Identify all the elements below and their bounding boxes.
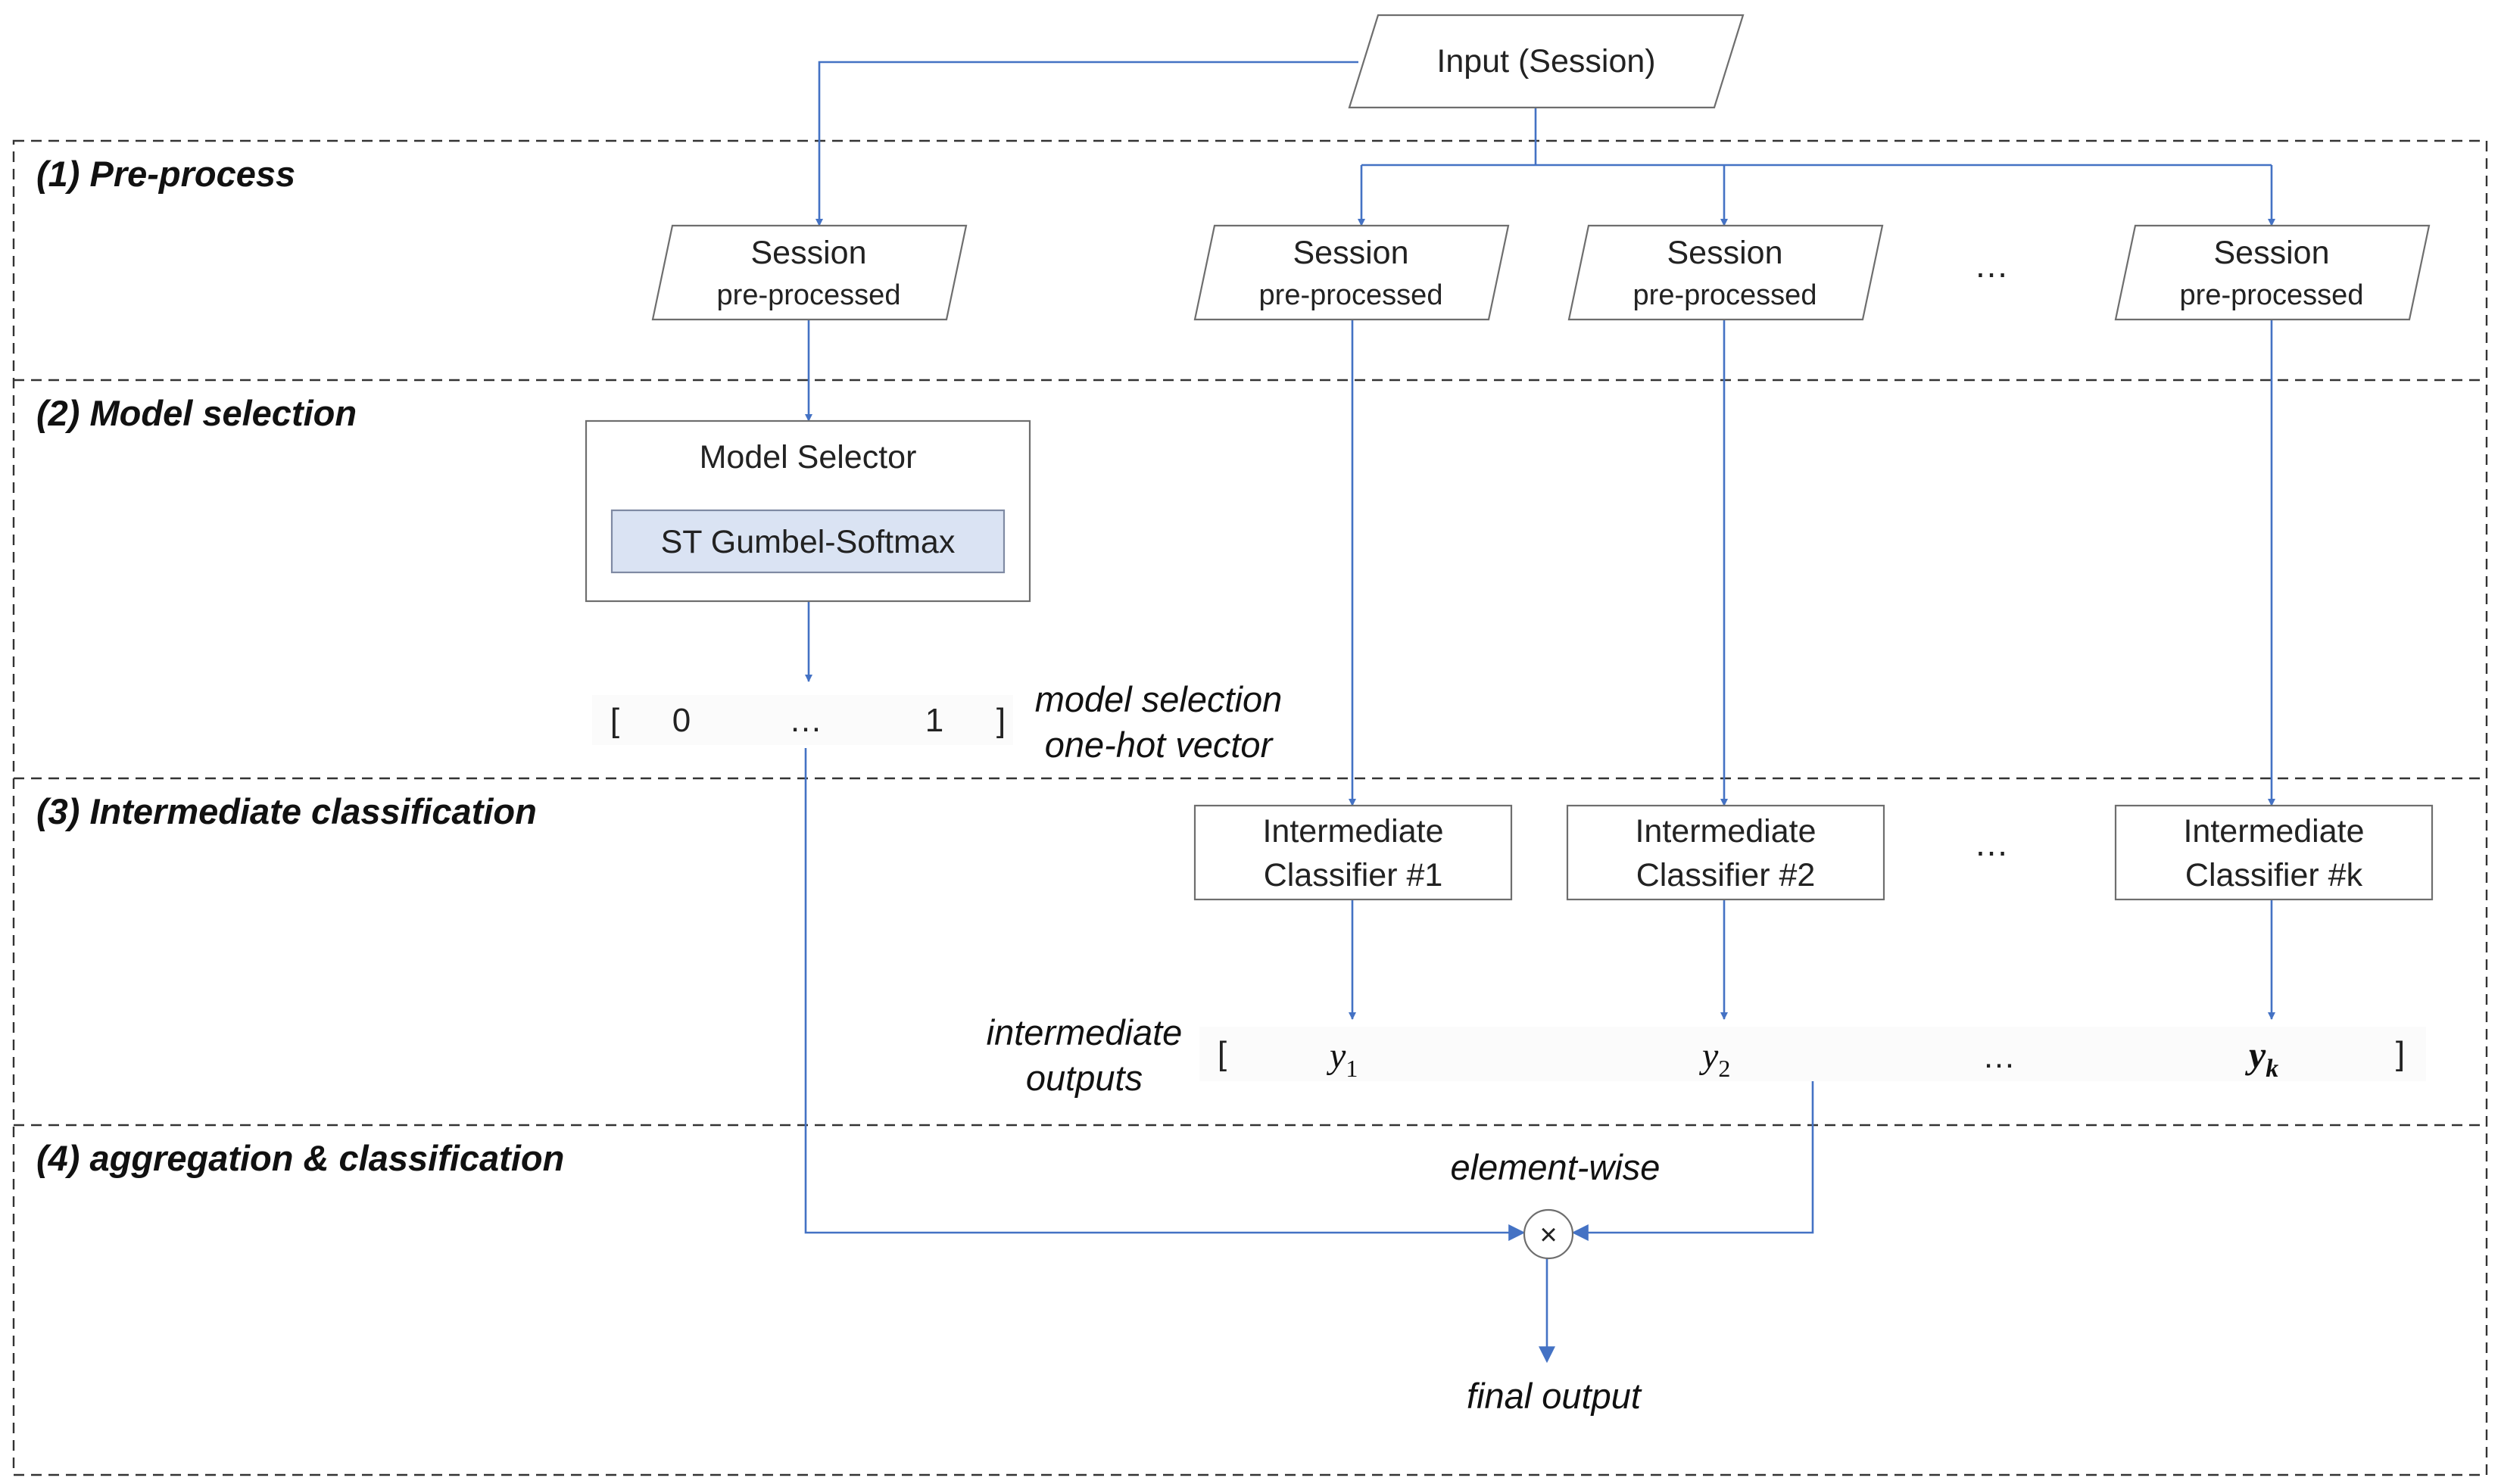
session-node-d: Session pre-processed bbox=[2114, 224, 2431, 321]
model-selector-title: Model Selector bbox=[700, 439, 917, 475]
onehot-caption-line2: one-hot vector bbox=[1045, 725, 1274, 765]
section-frames bbox=[12, 139, 2488, 1476]
outputs-dots: … bbox=[1982, 1038, 2016, 1075]
session-node-c: Session pre-processed bbox=[1567, 224, 1884, 321]
classifier-ellipsis: … bbox=[1974, 824, 2009, 863]
session-label: Session bbox=[751, 235, 867, 271]
classifier-label-line1: Intermediate bbox=[2183, 813, 2364, 850]
final-output-label: final output bbox=[1467, 1376, 1642, 1416]
elementwise-label: element-wise bbox=[1451, 1147, 1661, 1187]
onehot-background bbox=[592, 695, 1013, 745]
session-ellipsis: … bbox=[1974, 245, 2009, 285]
classifier-label-line2: Classifier #k bbox=[2185, 857, 2363, 893]
aggregation: element-wise × final output bbox=[1451, 1147, 1661, 1416]
classifier-k: Intermediate Classifier #k bbox=[2114, 804, 2434, 901]
section-label-preprocess: (1) Pre-process bbox=[36, 154, 295, 194]
output-y1: y1 bbox=[1326, 1036, 1358, 1082]
onehot-close-bracket: ] bbox=[996, 702, 1006, 739]
onehot-first-value: 0 bbox=[672, 702, 691, 739]
classifier-label-line1: Intermediate bbox=[1635, 813, 1816, 850]
output-y2-base: y bbox=[1698, 1036, 1719, 1076]
multiply-node bbox=[1523, 1208, 1574, 1260]
output-y2-subscript: 2 bbox=[1718, 1055, 1730, 1082]
session-sublabel: pre-processed bbox=[2180, 279, 2364, 311]
outputs-background bbox=[1199, 1027, 2426, 1081]
output-y1-base: y bbox=[1326, 1036, 1346, 1076]
session-label: Session bbox=[2214, 235, 2330, 271]
section-label-model-selection: (2) Model selection bbox=[36, 393, 357, 433]
session-sublabel: pre-processed bbox=[1633, 279, 1817, 311]
output-y2: y2 bbox=[1698, 1036, 1730, 1082]
gumbel-softmax-label: ST Gumbel-Softmax bbox=[661, 524, 956, 560]
arrow-input-to-session-a bbox=[815, 61, 1358, 226]
classifier-label-line1: Intermediate bbox=[1262, 813, 1443, 850]
output-yk-subscript: k bbox=[2266, 1055, 2278, 1083]
session-node-a: Session pre-processed bbox=[651, 224, 968, 321]
connectors bbox=[804, 61, 2275, 1364]
input-shape bbox=[1348, 14, 1745, 109]
gumbel-softmax-box bbox=[610, 509, 1006, 574]
session-shape bbox=[1193, 224, 1510, 321]
section-label-aggregation: (4) aggregation & classification bbox=[36, 1138, 564, 1178]
output-yk-base: y bbox=[2245, 1034, 2266, 1076]
output-y1-subscript: 1 bbox=[1346, 1055, 1358, 1082]
input-node: Input (Session) bbox=[1348, 14, 1745, 109]
session-sublabel: pre-processed bbox=[1259, 279, 1443, 311]
input-label: Input (Session) bbox=[1436, 43, 1655, 80]
intermediate-outputs: intermediate outputs [ y1 y2 … yk ] bbox=[987, 1012, 2426, 1098]
classifier-label-line2: Classifier #1 bbox=[1264, 857, 1443, 893]
session-node-b: Session pre-processed bbox=[1193, 224, 1510, 321]
session-shape bbox=[651, 224, 968, 321]
multiply-operator: × bbox=[1539, 1218, 1557, 1252]
arrow-onehot-to-multiply bbox=[804, 748, 1526, 1241]
classifier-2: Intermediate Classifier #2 bbox=[1566, 804, 1885, 901]
model-selector: Model Selector ST Gumbel-Softmax bbox=[585, 419, 1031, 603]
classifier-frame bbox=[1193, 804, 1513, 901]
classifier-frame bbox=[2114, 804, 2434, 901]
outputs-caption-line2: outputs bbox=[1026, 1058, 1143, 1098]
session-shape bbox=[2114, 224, 2431, 321]
onehot-open-bracket: [ bbox=[610, 702, 619, 739]
classifier-label-line2: Classifier #2 bbox=[1636, 857, 1816, 893]
output-yk: yk bbox=[2245, 1034, 2278, 1083]
onehot-vector: [ 0 … 1 ] model selection one-hot vector bbox=[592, 679, 1282, 765]
session-label: Session bbox=[1293, 235, 1409, 271]
onehot-dots: … bbox=[789, 702, 822, 739]
outputs-close-bracket: ] bbox=[2396, 1035, 2405, 1072]
onehot-last-value: 1 bbox=[925, 702, 943, 739]
outer-dashed-frame bbox=[12, 139, 2488, 1476]
arrow-outputs-to-multiply bbox=[1571, 1081, 1814, 1241]
outputs-open-bracket: [ bbox=[1218, 1035, 1227, 1072]
section-label-intermediate: (3) Intermediate classification bbox=[36, 791, 537, 831]
onehot-caption-line1: model selection bbox=[1035, 679, 1283, 719]
outputs-caption-line1: intermediate bbox=[987, 1012, 1183, 1052]
session-sublabel: pre-processed bbox=[717, 279, 901, 311]
session-shape bbox=[1567, 224, 1884, 321]
classifier-frame bbox=[1566, 804, 1885, 901]
classifier-1: Intermediate Classifier #1 bbox=[1193, 804, 1513, 901]
session-label: Session bbox=[1667, 235, 1783, 271]
